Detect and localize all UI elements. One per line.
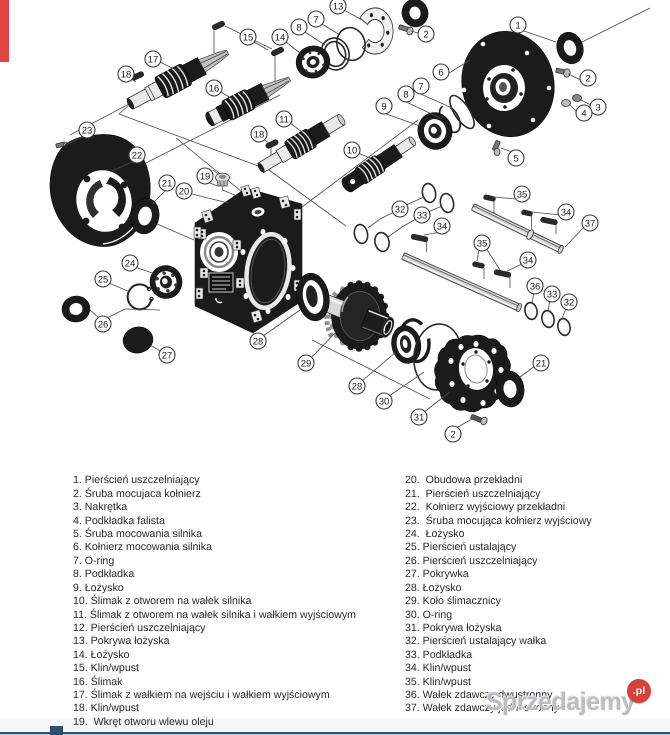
svg-text:26: 26 — [98, 319, 109, 330]
svg-text:29: 29 — [301, 358, 312, 369]
svg-text:3: 3 — [595, 102, 600, 113]
svg-text:10: 10 — [347, 145, 358, 156]
svg-text:33: 33 — [417, 210, 428, 221]
svg-text:21: 21 — [162, 178, 173, 189]
svg-text:2: 2 — [585, 73, 590, 84]
svg-text:32: 32 — [564, 297, 575, 308]
svg-text:23: 23 — [82, 125, 93, 136]
svg-text:20: 20 — [179, 186, 190, 197]
svg-text:30: 30 — [379, 396, 390, 407]
svg-text:28: 28 — [352, 381, 363, 392]
svg-text:7: 7 — [418, 81, 423, 92]
svg-text:21: 21 — [536, 358, 547, 369]
svg-text:19: 19 — [200, 171, 211, 182]
svg-text:22: 22 — [132, 150, 143, 161]
svg-text:6: 6 — [438, 67, 443, 78]
svg-text:18: 18 — [121, 69, 132, 80]
svg-text:36: 36 — [530, 281, 541, 292]
svg-text:33: 33 — [547, 289, 558, 300]
svg-text:24: 24 — [125, 258, 136, 269]
svg-text:1: 1 — [515, 20, 520, 31]
svg-text:8: 8 — [403, 89, 408, 100]
svg-text:5: 5 — [513, 153, 518, 164]
svg-text:13: 13 — [333, 1, 344, 12]
svg-text:16: 16 — [209, 83, 220, 94]
svg-text:35: 35 — [477, 238, 488, 249]
svg-text:17: 17 — [148, 54, 159, 65]
svg-text:32: 32 — [395, 204, 406, 215]
svg-text:37: 37 — [585, 218, 596, 229]
svg-text:4: 4 — [581, 108, 586, 119]
svg-text:2: 2 — [423, 29, 428, 40]
svg-text:25: 25 — [98, 274, 109, 285]
svg-text:18: 18 — [254, 129, 265, 140]
svg-text:8: 8 — [296, 22, 301, 33]
svg-text:28: 28 — [253, 336, 264, 347]
svg-text:34: 34 — [523, 255, 534, 266]
svg-text:27: 27 — [162, 350, 173, 361]
svg-text:34: 34 — [561, 207, 572, 218]
svg-text:2: 2 — [450, 429, 455, 440]
svg-text:31: 31 — [414, 412, 425, 423]
svg-text:34: 34 — [437, 221, 448, 232]
svg-text:35: 35 — [517, 189, 528, 200]
svg-text:14: 14 — [275, 32, 286, 43]
svg-text:11: 11 — [279, 114, 289, 125]
svg-text:7: 7 — [313, 14, 318, 25]
svg-text:9: 9 — [381, 101, 386, 112]
svg-text:15: 15 — [243, 32, 254, 43]
